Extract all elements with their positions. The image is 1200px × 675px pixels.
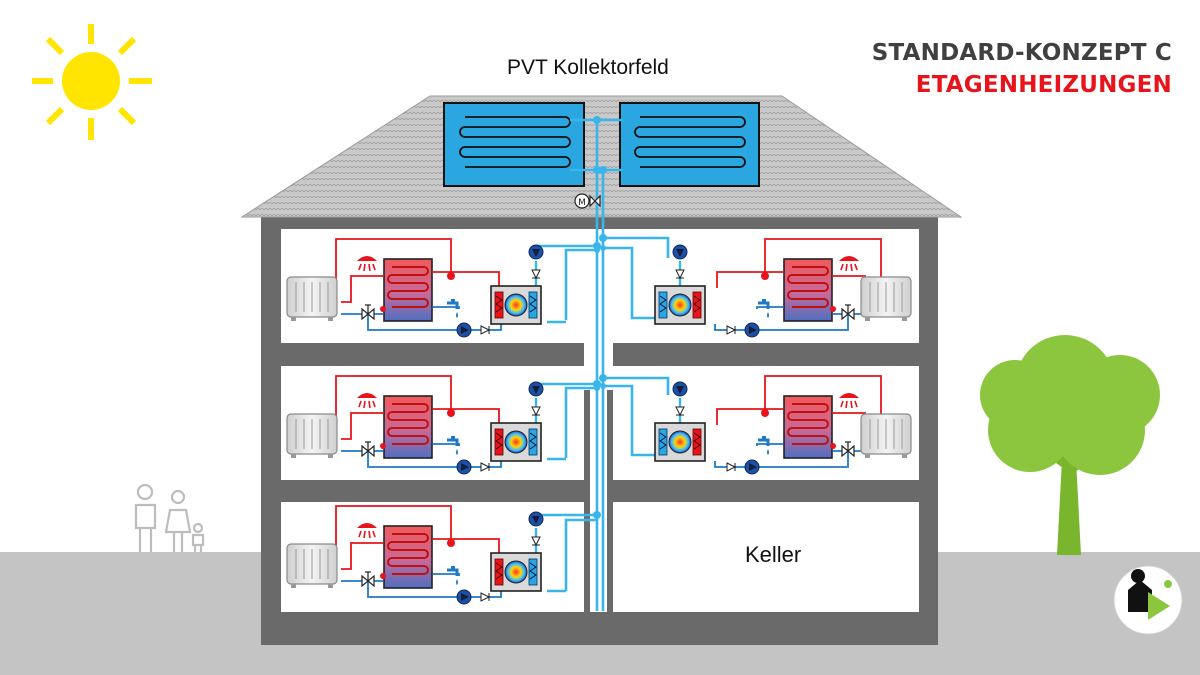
family-icon — [134, 483, 205, 552]
basement-label: Keller — [745, 542, 802, 567]
sun-icon — [32, 24, 152, 140]
collector-field-label: PVT Kollektorfeld — [507, 56, 669, 79]
svg-text:M: M — [578, 198, 586, 208]
concept-subtitle: ETAGENHEIZUNGEN — [915, 72, 1172, 98]
roof — [240, 95, 963, 218]
pvt-collector-field — [443, 102, 760, 187]
motor-valve-icon: M — [574, 193, 601, 209]
tree-icon — [980, 335, 1160, 555]
logo-icon — [1113, 565, 1183, 635]
concept-title: STANDARD-KONZEPT C — [871, 40, 1172, 66]
